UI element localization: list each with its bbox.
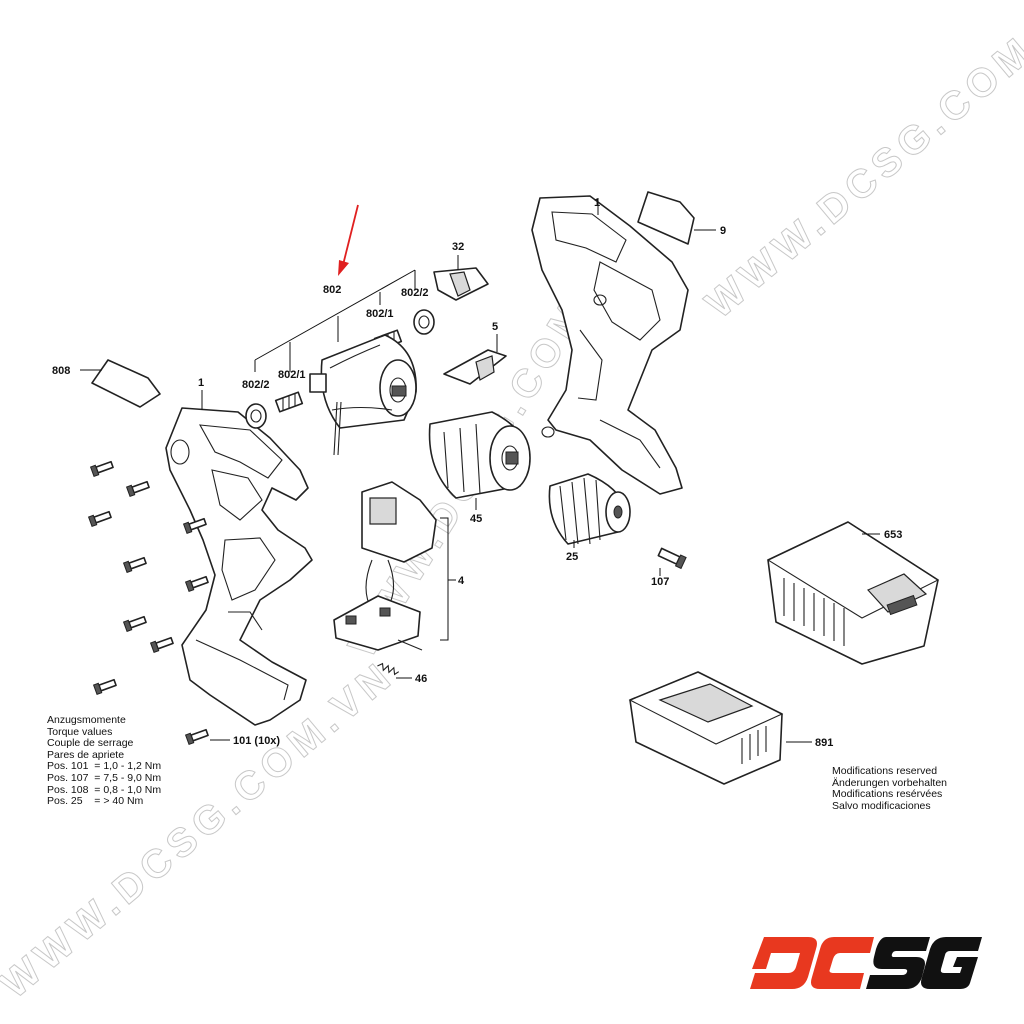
modifications-reserved-note: Modifications reserved Änderungen vorbeh… <box>832 765 948 812</box>
part-808-label-plate <box>80 359 161 408</box>
part-802-2-bearing-bottom <box>245 403 267 429</box>
torque-line: Pares de apriete <box>47 748 125 761</box>
torque-line: Pos. 25 = > 40 Nm <box>47 795 144 808</box>
callout-101: 101 (10x) <box>233 735 280 747</box>
part-1-housing-right <box>531 195 689 495</box>
callout-802-bracket <box>254 269 416 372</box>
torque-values-legend: Anzugsmomente Torque values Couple de se… <box>47 714 162 808</box>
callout-45: 45 <box>470 513 482 525</box>
part-45-gearbox <box>428 411 531 510</box>
part-101-screws <box>87 460 230 746</box>
callout-802-1-top: 802/1 <box>366 308 394 320</box>
part-891-battery-pack <box>628 671 812 785</box>
callout-25: 25 <box>566 551 578 563</box>
part-1-housing-left <box>165 390 313 726</box>
callout-46: 46 <box>415 673 427 685</box>
callout-4: 4 <box>458 575 465 587</box>
callout-802: 802 <box>323 284 341 296</box>
torque-line: Pos. 101 = 1,0 - 1,2 Nm <box>47 760 162 773</box>
modification-line: Modifications resérvées <box>832 788 943 801</box>
torque-line: Pos. 107 = 7,5 - 9,0 Nm <box>47 771 162 784</box>
callout-802-2-top: 802/2 <box>401 287 429 299</box>
highlight-arrow <box>338 204 359 276</box>
part-46-spring <box>377 662 412 679</box>
part-653-charger <box>766 521 940 665</box>
callout-5: 5 <box>492 321 498 333</box>
watermark-right: WWW.DCSG.COM.VN <box>698 0 1024 327</box>
callout-1-right: 1 <box>594 197 600 209</box>
part-802-motor <box>309 334 417 456</box>
modification-line: Salvo modificaciones <box>832 799 931 812</box>
logo-dc-letters <box>750 937 874 989</box>
part-802-1-brush-bottom <box>274 391 304 413</box>
callout-107: 107 <box>651 576 669 588</box>
dcsg-logo <box>750 937 982 989</box>
callout-802-1-bottom: 802/1 <box>278 369 306 381</box>
part-25-drill-chuck <box>548 473 631 548</box>
callout-802-2-bottom: 802/2 <box>242 379 270 391</box>
callout-808: 808 <box>52 365 70 377</box>
part-802-2-bearing-top <box>413 309 435 335</box>
torque-line: Couple de serrage <box>47 737 134 750</box>
part-32-slide-switch <box>433 255 489 301</box>
part-107-chuck-screw <box>657 547 687 576</box>
modification-line: Änderungen vorbehalten <box>832 776 948 789</box>
callout-891: 891 <box>815 737 833 749</box>
modification-line: Modifications reserved <box>832 765 938 777</box>
part-9-label-plate <box>637 191 716 245</box>
torque-line: Pos. 108 = 0,8 - 1,0 Nm <box>47 783 162 796</box>
callout-1-left: 1 <box>198 377 204 389</box>
part-4-switch-electronics <box>333 481 456 651</box>
callout-653: 653 <box>884 529 902 541</box>
torque-line: Anzugsmomente <box>47 714 126 726</box>
torque-line: Torque values <box>47 725 113 738</box>
callout-32: 32 <box>452 241 464 253</box>
part-5-direction-switch <box>443 334 507 385</box>
callout-9: 9 <box>720 225 726 237</box>
logo-sg-letters <box>866 937 982 989</box>
watermark-bottom-left: WWW.DCSG.COM.VN <box>0 653 403 1007</box>
